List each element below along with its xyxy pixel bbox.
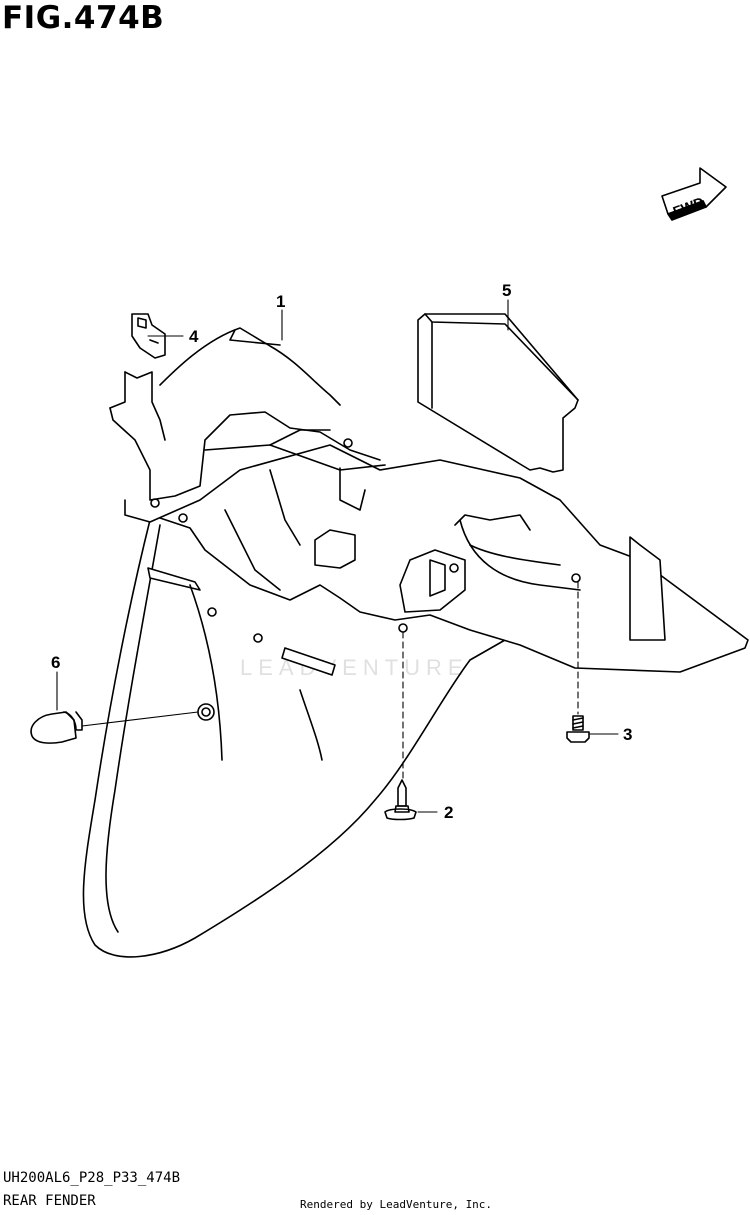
callout-1: 1 [276, 292, 285, 311]
part-5-cover [417, 313, 579, 473]
footer-credit: Rendered by LeadVenture, Inc. [300, 1198, 493, 1211]
callout-6: 6 [51, 653, 60, 672]
figure-title: FIG.474B [2, 0, 165, 36]
part-3-bolt [566, 715, 590, 743]
leader-6b [81, 711, 199, 727]
fwd-arrow-icon: FWD [661, 167, 727, 221]
footer-code: UH200AL6_P28_P33_474B [3, 1170, 181, 1186]
part-2-rivet [384, 779, 417, 821]
callout-3: 3 [623, 725, 632, 744]
callout-4: 4 [189, 327, 199, 346]
watermark: LEADVENTURE [240, 655, 469, 680]
part-6-cushion [30, 711, 83, 744]
footer-name: REAR FENDER [3, 1193, 96, 1209]
callout-5: 5 [502, 281, 511, 300]
part-1-rear-fender [82, 327, 749, 958]
callout-2: 2 [444, 803, 453, 822]
